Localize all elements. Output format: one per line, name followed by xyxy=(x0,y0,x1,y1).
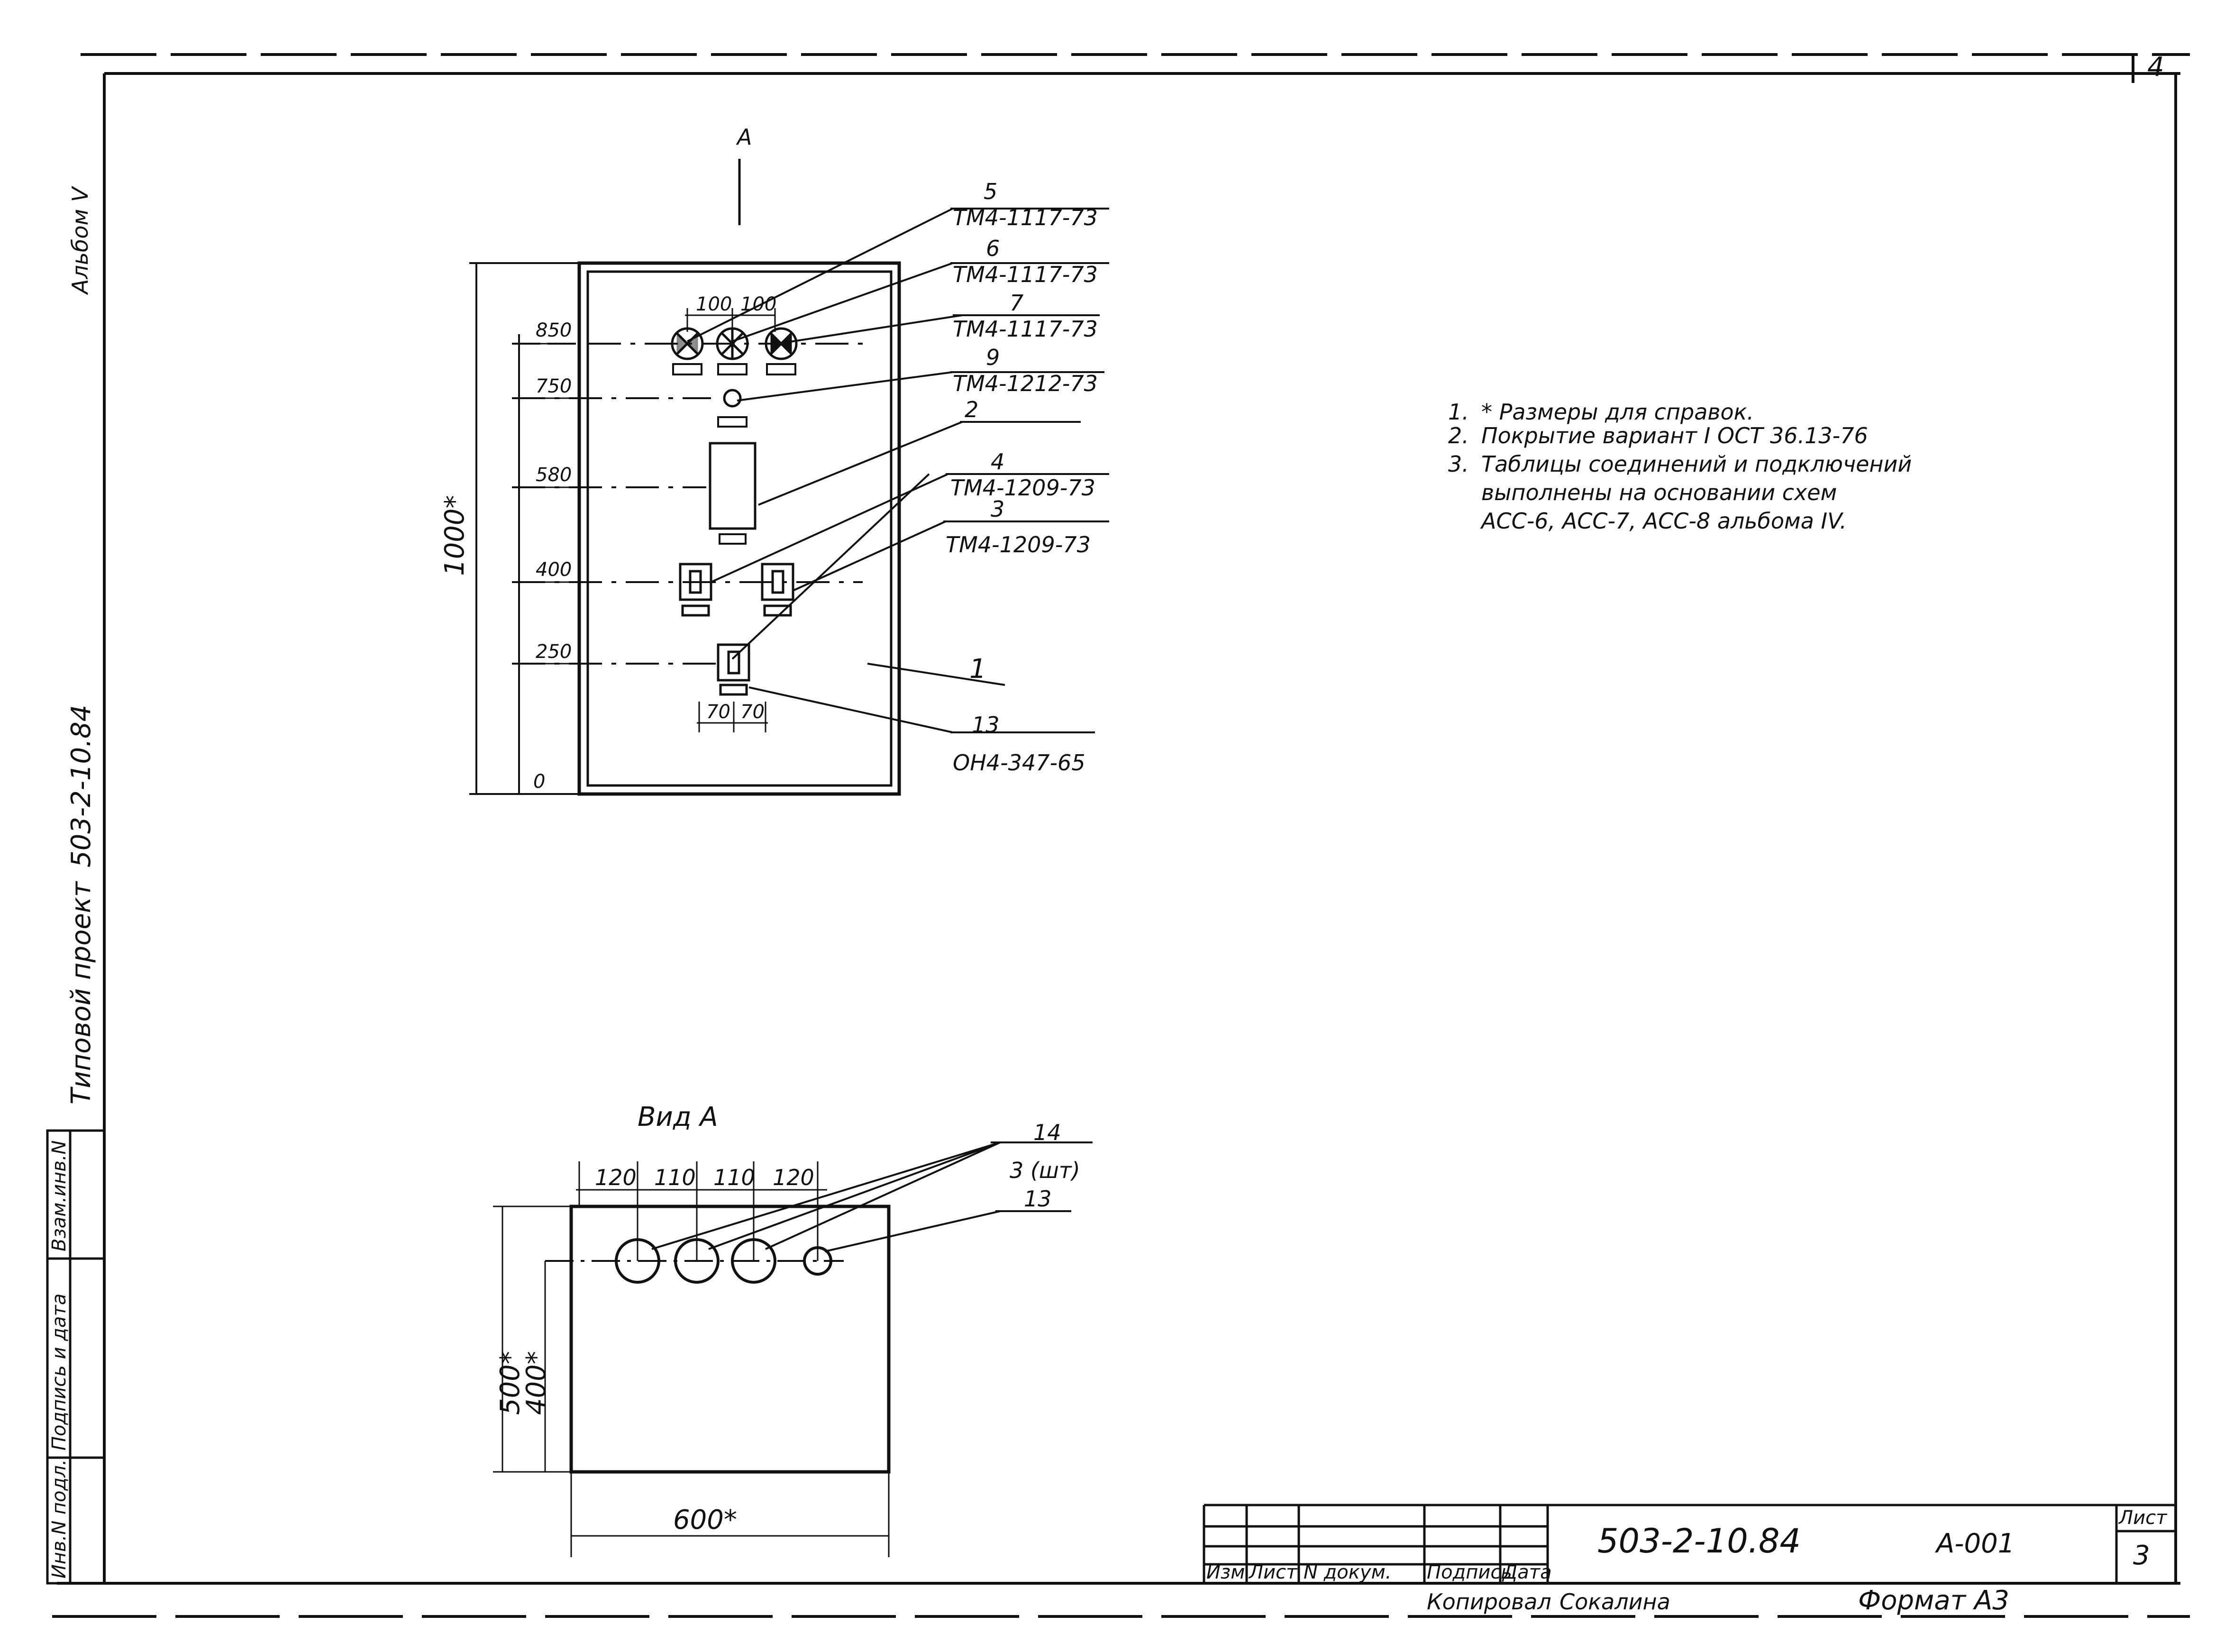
copied-label: Копировал xyxy=(1427,1589,1551,1615)
lamp-7 xyxy=(765,327,798,360)
pilot-9 xyxy=(723,389,742,408)
callout-5-num: 5 xyxy=(984,179,997,204)
callout-6-num: 6 xyxy=(986,236,1000,261)
callout-3-code: ТМ4-1209-73 xyxy=(946,532,1091,557)
title-block: Изм Лист N докум. Подпись Дата 503-2-10.… xyxy=(1203,1504,2176,1616)
tb-header-list: Лист xyxy=(1248,1561,1298,1583)
copied-name: Сокалина xyxy=(1559,1589,1670,1615)
note-3-num: 3. xyxy=(1448,451,1469,477)
top-spacing-left: 100 xyxy=(696,293,732,315)
callout-4-num: 4 xyxy=(991,449,1004,475)
side-view-title: Вид А xyxy=(638,1102,718,1132)
side-height-inner: 400* xyxy=(521,1351,552,1415)
callout-13-code: ОН4-347-65 xyxy=(953,750,1085,776)
callout-1-num: 1 xyxy=(969,654,986,685)
album-label: Альбом V xyxy=(67,185,93,295)
front-view: А 1000* 850 750 xyxy=(439,124,1109,796)
side-callout-14: 14 xyxy=(1033,1120,1061,1145)
level-0: 0 xyxy=(533,771,545,793)
sheet-code: А-001 xyxy=(1935,1528,2015,1559)
callout-2-num: 2 xyxy=(965,397,978,422)
callout-5-code: ТМ4-1117-73 xyxy=(953,205,1098,230)
view-marker-label: А xyxy=(736,124,752,150)
tb-header-izm: Изм xyxy=(1206,1561,1245,1583)
sheet-value: 3 xyxy=(2133,1540,2150,1571)
side-callout-13: 13 xyxy=(1024,1186,1052,1212)
panel-outer xyxy=(577,261,901,796)
stamp-sign-label: Подпись и дата xyxy=(48,1294,70,1451)
callout-7-num: 7 xyxy=(1010,290,1023,316)
callout-7-code: ТМ4-1117-73 xyxy=(953,316,1098,342)
bottom-spacing-left: 70 xyxy=(706,701,730,723)
sheet-frame xyxy=(52,53,2190,1618)
notes: 1. * Размеры для справок. 2. Покрытие ва… xyxy=(1448,399,1912,534)
level-250: 250 xyxy=(536,641,572,663)
hole-1 xyxy=(615,1238,660,1284)
stamp-inv-label: Инв.N подл. xyxy=(48,1459,70,1579)
note-4-text: выполнены на основании схем xyxy=(1481,480,1837,505)
side-view: Вид А 120 110 110 120 14 xyxy=(493,1102,1093,1557)
tb-header-date: Дата xyxy=(1502,1561,1552,1583)
side-height-outer: 500* xyxy=(495,1351,526,1415)
sheet-label: Лист xyxy=(2118,1507,2168,1529)
hole-3 xyxy=(731,1238,776,1284)
lamp-5 xyxy=(671,327,704,360)
side-dim-2: 110 xyxy=(654,1165,696,1190)
tb-header-doc: N докум. xyxy=(1304,1561,1392,1583)
note-2-text: Покрытие вариант I ОСТ 36.13-76 xyxy=(1481,423,1868,448)
switch-4 xyxy=(679,563,712,617)
side-view-box xyxy=(569,1205,891,1474)
project-type-label: Типовой проект xyxy=(66,881,97,1104)
level-850: 850 xyxy=(536,319,572,341)
callout-9-num: 9 xyxy=(986,345,1000,370)
left-stamp xyxy=(46,1129,106,1585)
stamp-replace-label: Взам.инв.N xyxy=(48,1141,70,1251)
switch-3 xyxy=(761,563,794,617)
note-1-text: * Размеры для справок. xyxy=(1481,399,1754,425)
level-750: 750 xyxy=(536,375,572,397)
callout-4-code: ТМ4-1209-73 xyxy=(950,475,1095,501)
device-2 xyxy=(709,442,757,530)
side-callout-qty: 3 (шт) xyxy=(1010,1158,1080,1183)
callout-9-code: ТМ4-1212-73 xyxy=(953,371,1098,396)
side-dim-4: 120 xyxy=(773,1165,814,1190)
hole-2 xyxy=(674,1238,720,1284)
format-label: Формат А3 xyxy=(1858,1585,2009,1616)
hole-4 xyxy=(803,1246,832,1276)
note-1-num: 1. xyxy=(1448,399,1469,425)
panel-inner xyxy=(586,270,893,787)
tb-header-sign: Подпись xyxy=(1427,1561,1512,1583)
doc-code: 503-2-10.84 xyxy=(1597,1522,1801,1561)
note-2-num: 2. xyxy=(1448,423,1469,448)
callout-3-num: 3 xyxy=(991,496,1004,522)
note-3-text: Таблицы соединений и подключений xyxy=(1481,451,1912,477)
callout-13-num: 13 xyxy=(972,712,1000,738)
side-dim-3: 110 xyxy=(713,1165,755,1190)
sheet-number: 4 xyxy=(2147,52,2164,82)
callout-6-code: ТМ4-1117-73 xyxy=(953,262,1098,287)
side-dim-1: 120 xyxy=(595,1165,637,1190)
project-code-side: 503-2-10.84 xyxy=(66,705,97,867)
bottom-spacing-right: 70 xyxy=(740,701,765,723)
note-5-text: АСС-6, АСС-7, АСС-8 альбома IV. xyxy=(1480,508,1847,534)
overall-height-label: 1000* xyxy=(439,495,470,576)
level-580: 580 xyxy=(536,464,572,486)
switch-250 xyxy=(717,643,750,696)
lamp-6 xyxy=(716,327,749,360)
level-400: 400 xyxy=(536,559,572,581)
side-width: 600* xyxy=(673,1505,737,1535)
